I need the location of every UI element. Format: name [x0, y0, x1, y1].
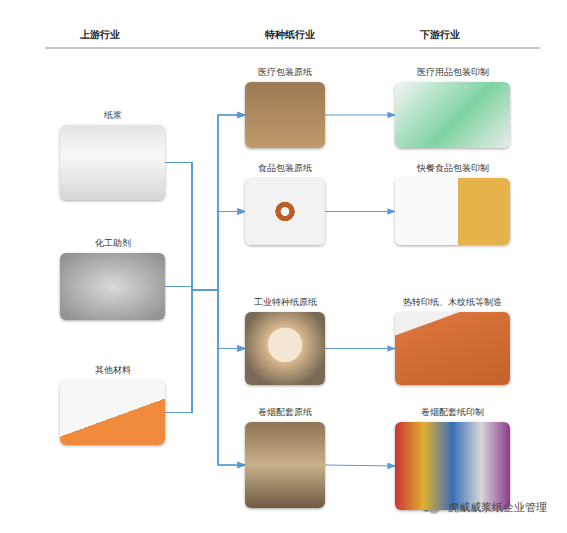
- flow-arrow: [165, 212, 245, 413]
- image-box: 化工助剂: [60, 253, 165, 320]
- image-box: 卷烟配套原纸: [245, 422, 325, 508]
- box-heading: 卷烟配套原纸: [258, 406, 312, 419]
- flow-arrow: [165, 287, 245, 466]
- image-box: 纸浆: [60, 125, 165, 200]
- column-header: 特种纸行业: [265, 28, 315, 42]
- flow-arrow: [165, 290, 245, 413]
- image-box: 食品包装原纸: [245, 178, 325, 245]
- flow-arrow: [325, 211, 395, 212]
- image-box: 卷烟配套纸印制: [395, 422, 510, 510]
- image-box: 医疗包装原纸: [245, 82, 325, 148]
- flow-arrow: [165, 115, 245, 413]
- box-heading: 纸浆: [104, 109, 122, 122]
- flow-arrow: [165, 115, 245, 290]
- image-box: 其他材料: [60, 380, 165, 445]
- flow-arrow: [165, 163, 245, 349]
- image-box: 工业特种纸原纸: [245, 312, 325, 385]
- box-heading: 食品包装原纸: [258, 162, 312, 175]
- watermark: 虎威威浆纸企业管理: [448, 500, 547, 515]
- box-heading: 快餐食品包装印制: [417, 162, 489, 175]
- flow-arrow: [165, 163, 245, 466]
- box-heading: 卷烟配套纸印制: [421, 406, 484, 419]
- box-heading: 热转印纸、木纹纸等制造: [403, 296, 502, 309]
- flow-arrow: [165, 212, 245, 291]
- box-heading: 化工助剂: [95, 237, 131, 250]
- flow-arrow: [325, 465, 395, 466]
- header-rule: [45, 48, 540, 49]
- box-heading: 工业特种纸原纸: [254, 296, 317, 309]
- flow-arrow: [165, 163, 245, 291]
- flow-arrow: [165, 115, 245, 290]
- image-box: 医疗用品包装印制: [395, 82, 510, 148]
- image-box: 热转印纸、木纹纸等制造: [395, 312, 510, 385]
- box-heading: 其他材料: [95, 364, 131, 377]
- flow-arrow: [325, 348, 395, 349]
- flow-arrow: [165, 290, 245, 465]
- box-heading: 医疗包装原纸: [258, 66, 312, 79]
- flow-arrow: [165, 287, 245, 349]
- image-box: 快餐食品包装印制: [395, 178, 510, 245]
- box-heading: 医疗用品包装印制: [417, 66, 489, 79]
- column-header: 下游行业: [420, 28, 460, 42]
- column-header: 上游行业: [80, 28, 120, 42]
- flow-arrow: [325, 114, 395, 115]
